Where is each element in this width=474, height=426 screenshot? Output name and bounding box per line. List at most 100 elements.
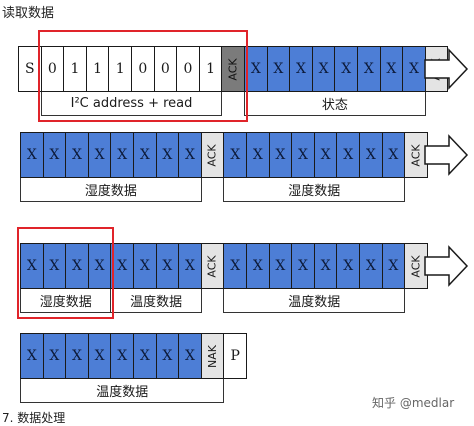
- row-1-cell-17-text: ACK: [409, 143, 423, 167]
- row-0-cell-14-text: X: [341, 61, 352, 77]
- row-2-cell-15-text: X: [365, 258, 376, 274]
- row-1-cell-0-text: X: [26, 147, 37, 163]
- row-0-cell-6-text: 0: [160, 61, 170, 77]
- row-1-cell-6: X: [155, 132, 180, 178]
- row-3-cell-1-text: X: [49, 348, 60, 364]
- row-3-cell-0-text: X: [26, 348, 37, 364]
- row-3-cell-5-text: X: [139, 348, 150, 364]
- row-2-cell-10: X: [246, 243, 270, 289]
- watermark: 知乎 @medlar: [372, 396, 455, 410]
- row-0-cell-10-text: X: [250, 61, 261, 77]
- row-1-cell-5: X: [133, 132, 157, 178]
- row-1-cell-0: X: [20, 132, 44, 178]
- row-2-cell-4: X: [110, 243, 134, 289]
- row-2-cell-17-text: ACK: [409, 254, 423, 278]
- row-2-cell-8: ACK: [200, 243, 225, 289]
- row-2-cell-6: X: [155, 243, 180, 289]
- row-1-cell-11-text: X: [275, 147, 286, 163]
- row-0-field-label-0: I²C address + read: [40, 92, 223, 116]
- row-0-cell-12-text: X: [296, 61, 306, 77]
- row-2-cell-2-text: X: [72, 258, 82, 274]
- row-2-cell-16-text: X: [388, 258, 399, 274]
- row-3-cell-7: X: [178, 333, 202, 379]
- row-2-cell-6-text: X: [162, 258, 173, 274]
- row-3-cell-3: X: [87, 333, 112, 379]
- row-0-cell-3-text: 1: [93, 61, 103, 77]
- highlight-box-0: [37, 30, 248, 122]
- row-2-cell-11-text: X: [275, 258, 286, 274]
- row-2-cell-7-text: X: [185, 258, 195, 274]
- row-1-field-label-1: 湿度数据: [223, 178, 406, 202]
- row-1-cell-15: X: [359, 132, 383, 178]
- row-3-cell-8: NAK: [200, 333, 225, 379]
- row-2-cell-11: X: [268, 243, 293, 289]
- row-1-cell-6-text: X: [162, 147, 173, 163]
- row-1-cell-13: X: [313, 132, 338, 178]
- row-1-cell-13-text: X: [320, 147, 331, 163]
- row-0-cell-12: X: [289, 46, 313, 92]
- row-2-cell-8-text: ACK: [206, 254, 220, 278]
- row-2-cell-4-text: X: [117, 258, 128, 274]
- row-1-cell-1-text: X: [49, 147, 60, 163]
- row-3-cell-2: X: [65, 333, 89, 379]
- row-3-cell-2-text: X: [72, 348, 82, 364]
- row-1-cell-3-text: X: [94, 147, 105, 163]
- row-0-cell-10: X: [244, 46, 268, 92]
- row-2-cell-3-text: X: [94, 258, 105, 274]
- row-1-cell-5-text: X: [139, 147, 150, 163]
- row-3-cell-1: X: [42, 333, 67, 379]
- row-3-cell-9-text: P: [230, 348, 240, 364]
- row-1-cell-4-text: X: [117, 147, 128, 163]
- row-1-cell-11: X: [268, 132, 293, 178]
- row-1-cell-2: X: [65, 132, 89, 178]
- row-0-cell-5-text: 0: [138, 61, 148, 77]
- row-2-cell-14-text: X: [343, 258, 354, 274]
- row-1-cell-15-text: X: [365, 147, 376, 163]
- row-0-cell-13: X: [311, 46, 336, 92]
- row-2-cell-9-text: X: [230, 258, 241, 274]
- row-1-cell-9: X: [223, 132, 247, 178]
- row-2-cell-13: X: [313, 243, 338, 289]
- row-1-cell-8: ACK: [200, 132, 225, 178]
- row-1-cell-10-text: X: [252, 147, 263, 163]
- row-0-cell-7-text: 0: [183, 61, 193, 77]
- row-0-continue-arrow-icon: [424, 48, 469, 90]
- row-0-cell-16-text: X: [386, 61, 397, 77]
- row-1-cell-7-text: X: [185, 147, 195, 163]
- row-2-cell-5-text: X: [139, 258, 150, 274]
- row-2-cell-12-text: X: [298, 258, 308, 274]
- row-1-cell-7: X: [178, 132, 202, 178]
- row-1-cell-14-text: X: [343, 147, 354, 163]
- row-0-cell-11: X: [266, 46, 291, 92]
- next-section-heading: 7. 数据处理: [2, 411, 66, 425]
- row-3-cell-4-text: X: [117, 348, 128, 364]
- row-0-cell-15-text: X: [363, 61, 374, 77]
- row-3-field-label-0: 温度数据: [20, 379, 225, 403]
- row-1-cell-12-text: X: [298, 147, 308, 163]
- row-3-cell-8-text: NAK: [206, 344, 220, 368]
- row-0-cell-17-text: X: [409, 61, 419, 77]
- row-0-cell-2-text: 1: [70, 61, 80, 77]
- row-2-cell-14: X: [336, 243, 360, 289]
- row-2-cell-15: X: [359, 243, 383, 289]
- section-heading: 读取数据: [2, 6, 55, 21]
- row-1-cell-8-text: ACK: [206, 143, 220, 167]
- row-3-cell-6: X: [155, 333, 180, 379]
- row-0-cell-0-text: S: [25, 61, 35, 77]
- row-2-cell-1-text: X: [49, 258, 60, 274]
- row-2-continue-arrow-icon: [424, 245, 469, 287]
- row-3-cell-7-text: X: [185, 348, 195, 364]
- row-0-cell-4-text: 1: [115, 61, 125, 77]
- row-1-field-label-0: 湿度数据: [20, 178, 202, 202]
- row-2-cell-12: X: [291, 243, 315, 289]
- row-0-cell-13-text: X: [318, 61, 329, 77]
- row-0-cell-1-text: 0: [47, 61, 57, 77]
- row-2-cell-16: X: [381, 243, 406, 289]
- row-0-cell-15: X: [357, 46, 381, 92]
- row-1-cell-14: X: [336, 132, 360, 178]
- row-2-field-label-1: 温度数据: [110, 289, 202, 313]
- highlight-box-1: [17, 227, 115, 319]
- row-2-cell-5: X: [133, 243, 157, 289]
- row-2-field-label-2: 温度数据: [223, 289, 406, 313]
- row-1-cell-10: X: [246, 132, 270, 178]
